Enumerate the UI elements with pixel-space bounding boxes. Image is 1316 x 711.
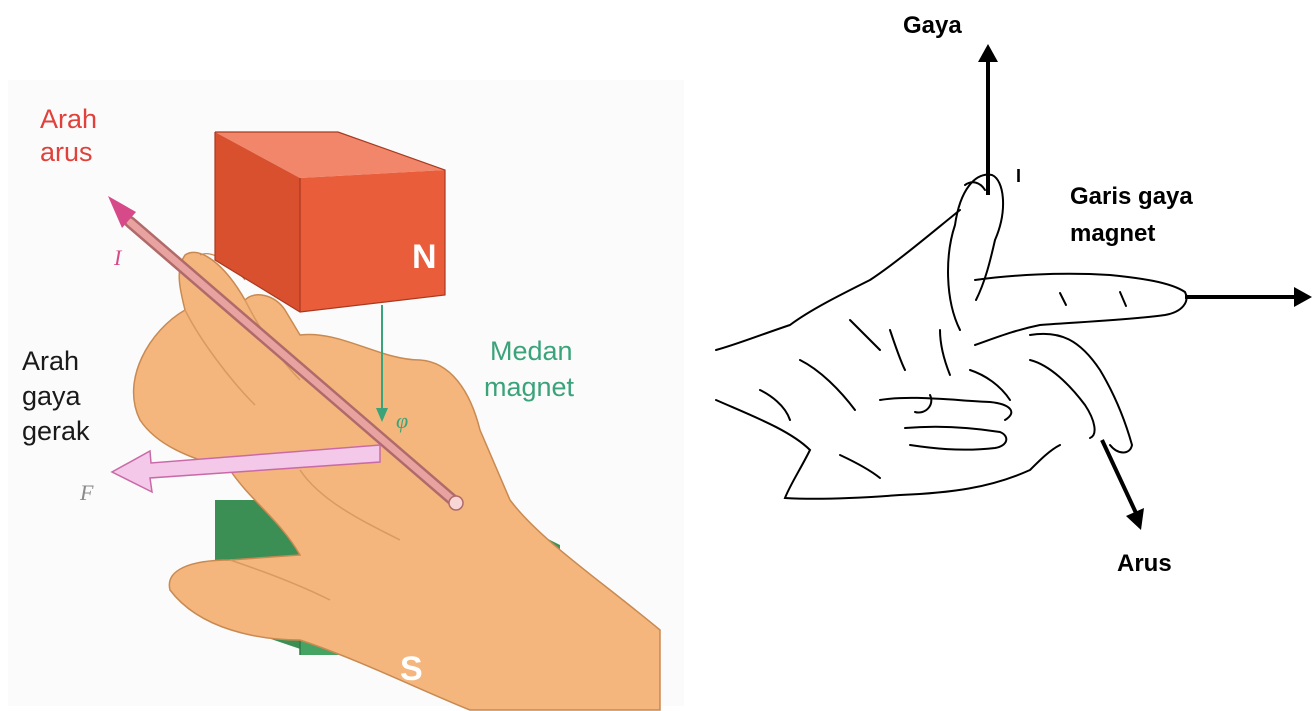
left-diagram: Arah arus Arah gaya gerak Medan magnet N… bbox=[22, 104, 660, 710]
label-magnetic-field-2: magnet bbox=[484, 372, 575, 402]
label-flux-symbol: φ bbox=[396, 408, 408, 433]
label-thumb-mark: I bbox=[1016, 166, 1021, 186]
label-force-direction-3: gerak bbox=[22, 416, 90, 446]
label-force: Gaya bbox=[903, 12, 962, 39]
label-field-lines-1: Garis gaya bbox=[1070, 183, 1193, 210]
field-arrow-right bbox=[1185, 287, 1312, 307]
label-force-direction-1: Arah bbox=[22, 346, 79, 376]
label-current-direction-1: Arah bbox=[40, 104, 97, 134]
label-field-lines-2: magnet bbox=[1070, 220, 1155, 247]
label-force-direction-2: gaya bbox=[22, 381, 82, 411]
label-south-pole: S bbox=[400, 650, 423, 688]
label-magnetic-field-1: Medan bbox=[490, 336, 573, 366]
left-hand bbox=[134, 252, 660, 710]
label-current: Arus bbox=[1117, 550, 1172, 577]
north-magnet bbox=[215, 132, 445, 312]
right-diagram: Gaya Garis gaya magnet Arus I bbox=[716, 12, 1312, 577]
label-current-direction-2: arus bbox=[40, 137, 93, 167]
label-north-pole: N bbox=[412, 238, 437, 276]
force-arrow-up bbox=[978, 44, 998, 195]
label-force-symbol: F bbox=[79, 480, 94, 505]
label-current-symbol: I bbox=[113, 245, 123, 270]
current-arrow-down bbox=[1102, 440, 1144, 530]
